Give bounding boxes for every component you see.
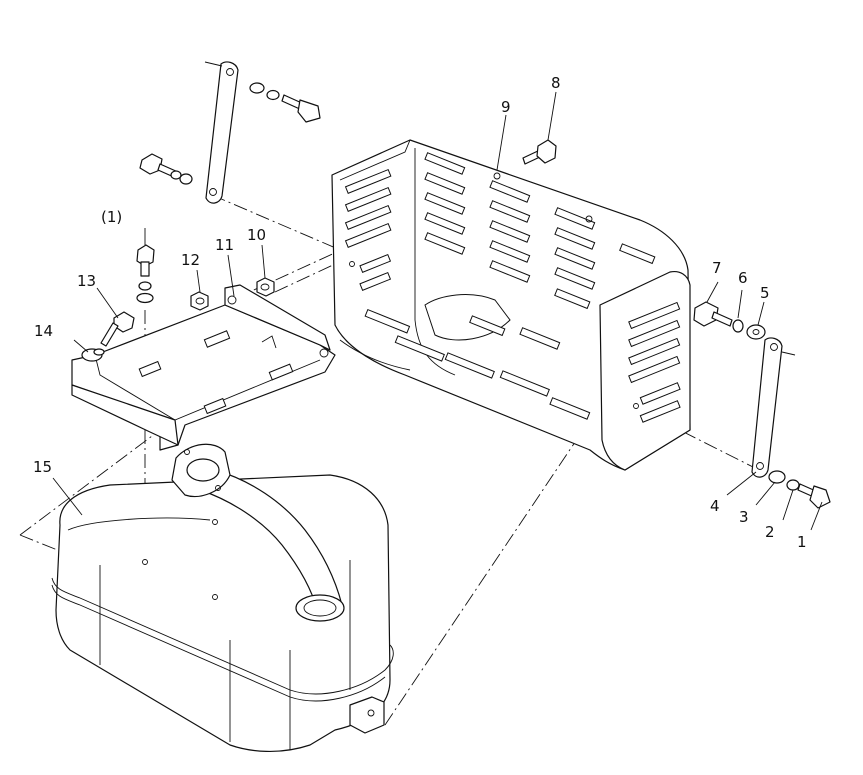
right-lower-bolt-and-washers (768, 470, 831, 509)
callout-9: 9 (501, 98, 511, 116)
callout-6: 6 (738, 269, 748, 287)
right-upper-bolt-and-washers (693, 301, 766, 340)
callout-12: 12 (181, 251, 200, 269)
callout-8: 8 (551, 74, 561, 92)
callout-4: 4 (710, 497, 720, 515)
muffler-outlet-pipe (199, 469, 345, 622)
callout-1: 1 (797, 533, 807, 551)
callout-7: 7 (712, 259, 722, 277)
leader-lines (52, 91, 823, 531)
callout-13: 13 (77, 272, 96, 290)
heat-shield-back-slots (424, 152, 656, 310)
callout-14: 14 (34, 322, 53, 340)
heat-shield-left-slots (344, 168, 392, 291)
callout-3: 3 (739, 508, 749, 526)
callout-10: 10 (247, 226, 266, 244)
nut-10 (256, 277, 275, 297)
callout-p1: (1) (101, 208, 122, 226)
left-hanger-strap (204, 61, 239, 204)
callout-11: 11 (215, 236, 234, 254)
upper-washers-and-bolt (249, 82, 321, 123)
muffler-bracket-tab (349, 696, 385, 734)
lower-left-bolt-and-washers (139, 153, 193, 185)
mounting-bracket (71, 284, 336, 451)
callout-15: 15 (33, 458, 52, 476)
nut-12 (190, 291, 209, 311)
right-hanger-strap (751, 337, 796, 478)
bracket-bolt-p1 (136, 244, 155, 304)
callout-labels: 1 2 3 4 5 6 7 8 9 10 11 12 13 14 15 (1) (33, 74, 807, 551)
heat-shield (331, 139, 691, 471)
bolt-13 (100, 311, 135, 347)
washers-14 (81, 348, 105, 362)
callout-5: 5 (760, 284, 770, 302)
callout-2: 2 (765, 523, 775, 541)
muffler-flange (171, 443, 231, 497)
heat-shield-right-slots (628, 301, 681, 423)
top-bolt (522, 139, 557, 165)
heat-shield-bottom-slots (364, 294, 591, 420)
